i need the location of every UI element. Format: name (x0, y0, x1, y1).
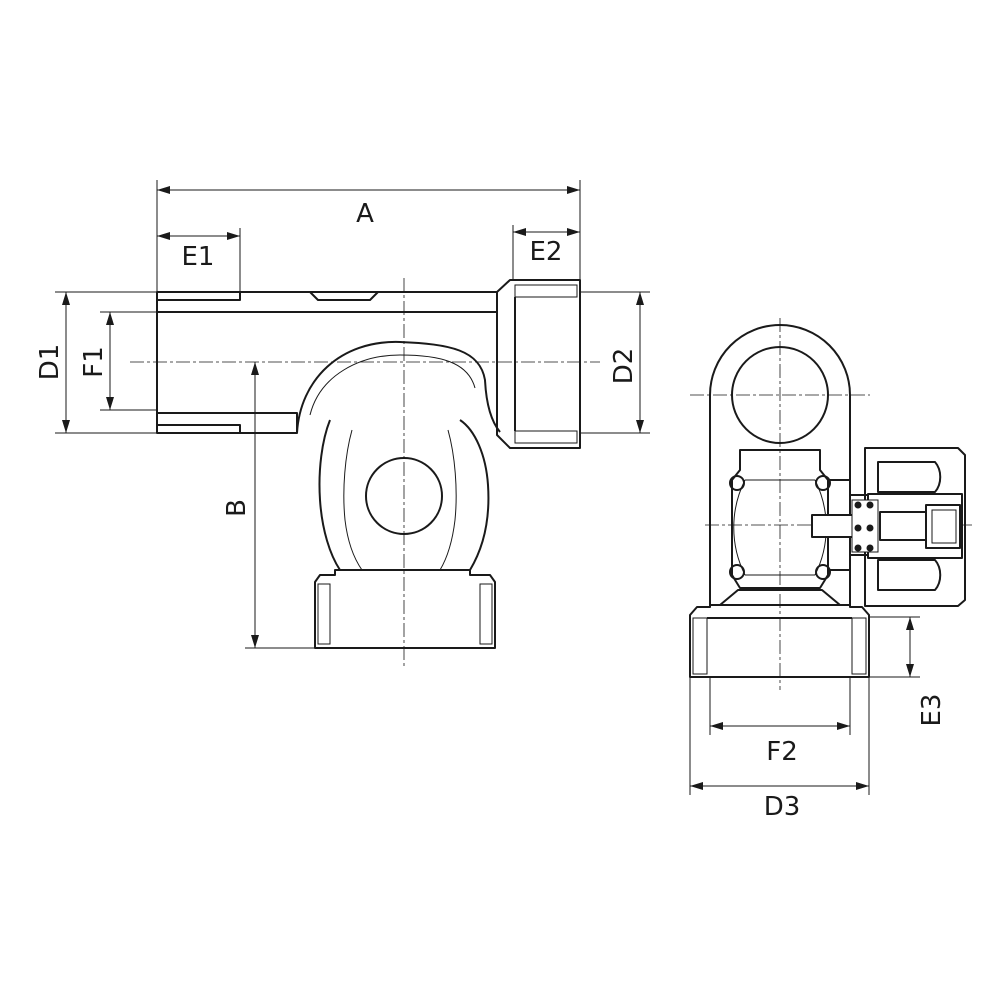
branch-inner (309, 354, 476, 416)
label-A: A (356, 199, 374, 229)
bottom-thread-left (317, 583, 331, 645)
handle-screw (879, 511, 927, 541)
seal-dot (866, 501, 874, 509)
label-F2: F2 (766, 737, 798, 767)
right-nut-thread (514, 284, 578, 298)
bottom-thread-right (479, 583, 493, 645)
front-dimensions: A E1 E2 D1 F1 D2 (35, 180, 650, 649)
label-B: B (222, 499, 252, 517)
right-nut-thread-low (514, 430, 578, 444)
front-view (130, 278, 600, 668)
upper-pipe-wall (156, 291, 498, 313)
label-D1: D1 (35, 344, 65, 381)
pipe-groove (309, 291, 379, 301)
label-E1: E1 (182, 242, 215, 272)
side-nut-thread-right (851, 617, 867, 675)
left-thread-step (156, 292, 241, 433)
seal-dot (854, 524, 862, 532)
right-nut-shoulder (496, 279, 581, 449)
valve-body-inner (343, 429, 457, 571)
side-dimensions: F2 D3 E3 (689, 616, 947, 822)
screw-head (925, 504, 961, 549)
handle-cutout-bottom (877, 559, 942, 591)
label-E2: E2 (530, 237, 563, 267)
seal-dot (854, 501, 862, 509)
label-F1: F1 (79, 346, 109, 378)
bottom-fitting (314, 569, 496, 649)
label-D3: D3 (764, 792, 801, 822)
side-view (689, 318, 975, 690)
side-body-outer (709, 324, 851, 606)
seal-dot (866, 524, 874, 532)
branch-transition (296, 340, 501, 434)
screw-recess (931, 509, 957, 544)
stem-neck (827, 479, 869, 571)
handle-housing (864, 447, 966, 607)
label-E3: E3 (917, 694, 947, 727)
seal-dot (866, 544, 874, 552)
handle-cutout-top (877, 461, 942, 493)
label-D2: D2 (609, 348, 639, 385)
lower-pipe-wall (156, 412, 298, 434)
side-nut-thread-left (692, 617, 708, 675)
seal-dot (854, 544, 862, 552)
side-bottom-nut (689, 604, 870, 678)
